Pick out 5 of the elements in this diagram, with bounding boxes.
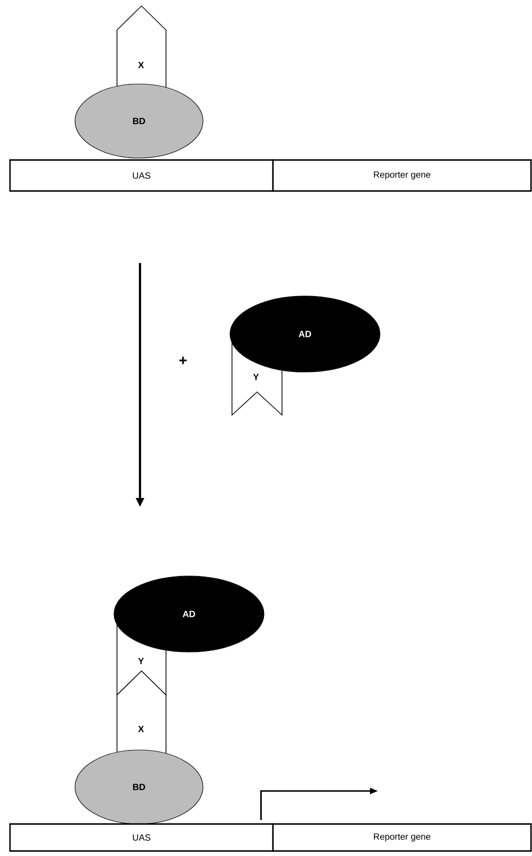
- plus-sign: +: [179, 356, 187, 364]
- dna-segment-box: Reporter gene: [272, 823, 532, 852]
- dna-segment-box: Reporter gene: [272, 159, 532, 192]
- dna-segment-box: UAS: [9, 823, 274, 852]
- dna-segment-box: UAS: [9, 159, 274, 192]
